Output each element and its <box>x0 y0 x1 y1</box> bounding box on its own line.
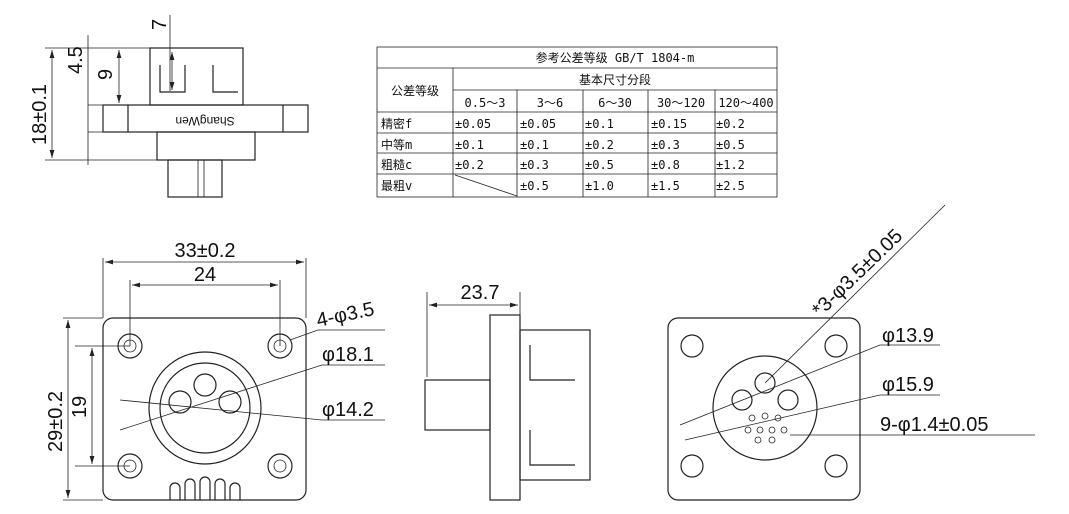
dim-top: 4.5 <box>65 46 87 74</box>
range-header: 30～120 <box>657 96 705 110</box>
small-hole <box>768 426 776 434</box>
label-pin-holes: *3-φ3.5±0.05 <box>808 225 907 322</box>
group-header: 基本尺寸分段 <box>579 72 651 87</box>
label-holes: 4-φ3.5 <box>314 298 376 332</box>
tolerance-cell: ±0.15 <box>651 117 687 131</box>
tolerance-cell: ±0.05 <box>520 117 556 131</box>
dim-mid: 9 <box>95 69 117 80</box>
small-hole <box>768 436 776 444</box>
grade-label: 精密f <box>381 116 412 131</box>
tolerance-cell: ±0.05 <box>455 117 491 131</box>
small-hole <box>780 426 788 434</box>
tolerance-cell: ±0.2 <box>716 117 745 131</box>
tolerance-table: 参考公差等级 GB/T 1804-m 公差等级 基本尺寸分段 0.5～3 3～6 6… <box>376 46 778 198</box>
range-header: 6～30 <box>598 96 632 110</box>
tolerance-cell: ±1.2 <box>716 158 745 172</box>
tolerance-cell: ±0.2 <box>585 138 614 152</box>
side-view: ShangWen 18±0.1 4.5 9 7 <box>29 15 309 198</box>
dim-hole-spacing-y: 19 <box>69 396 91 418</box>
tolerance-cell: ±0.1 <box>585 117 614 131</box>
brand-label: ShangWen <box>175 114 234 128</box>
label-outer-dia: φ18.1 <box>322 344 374 366</box>
tolerance-cell: ±1.0 <box>585 179 614 193</box>
tolerance-cell: ±0.5 <box>520 179 549 193</box>
row-header: 公差等级 <box>391 84 439 98</box>
rear-view: *3-φ3.5±0.05 φ13.9 φ15.9 9-φ1.4±0.05 <box>667 204 1035 501</box>
grade-label: 中等m <box>381 137 412 152</box>
tolerance-cell: ±0.2 <box>455 158 484 172</box>
range-header: 120～400 <box>718 96 773 110</box>
label-dia-a: φ13.9 <box>882 325 934 347</box>
small-hole <box>756 426 764 434</box>
dim-length: 23.7 <box>461 282 500 304</box>
dim-total: 18±0.1 <box>29 84 51 145</box>
tolerance-cell: ±0.5 <box>716 138 745 152</box>
tolerance-cell: ±0.5 <box>585 158 614 172</box>
dim-hole-spacing-x: 24 <box>194 264 216 286</box>
label-small-holes: 9-φ1.4±0.05 <box>880 414 988 436</box>
tolerance-cell: ±1.5 <box>651 179 680 193</box>
small-hole <box>744 426 752 434</box>
small-hole <box>754 436 762 444</box>
dim-height: 29±0.2 <box>45 391 67 452</box>
dim-width: 33±0.2 <box>174 240 235 262</box>
label-inner-dia: φ14.2 <box>322 399 374 421</box>
small-hole <box>748 414 756 422</box>
range-header: 3～6 <box>537 96 563 110</box>
table-title: 参考公差等级 GB/T 1804-m <box>536 50 695 65</box>
tolerance-cell: ±0.1 <box>455 138 484 152</box>
label-dia-b: φ15.9 <box>882 374 934 396</box>
front-view: 33±0.2 24 29±0.2 19 4-φ3.5 φ18.1 φ14.2 <box>45 240 385 501</box>
profile-view: 23.7 <box>424 282 591 501</box>
tolerance-cell: ±2.5 <box>716 179 745 193</box>
grade-label: 粗糙c <box>381 158 412 172</box>
range-header: 0.5～3 <box>465 96 506 110</box>
dim-slot: 7 <box>149 19 171 30</box>
tolerance-cell: ±0.8 <box>651 158 680 172</box>
tolerance-cell: ±0.1 <box>520 138 549 152</box>
tolerance-cell: ±0.3 <box>520 158 549 172</box>
tolerance-cell: ±0.3 <box>651 138 680 152</box>
small-hole <box>761 412 769 420</box>
grade-label: 最粗v <box>381 179 412 193</box>
